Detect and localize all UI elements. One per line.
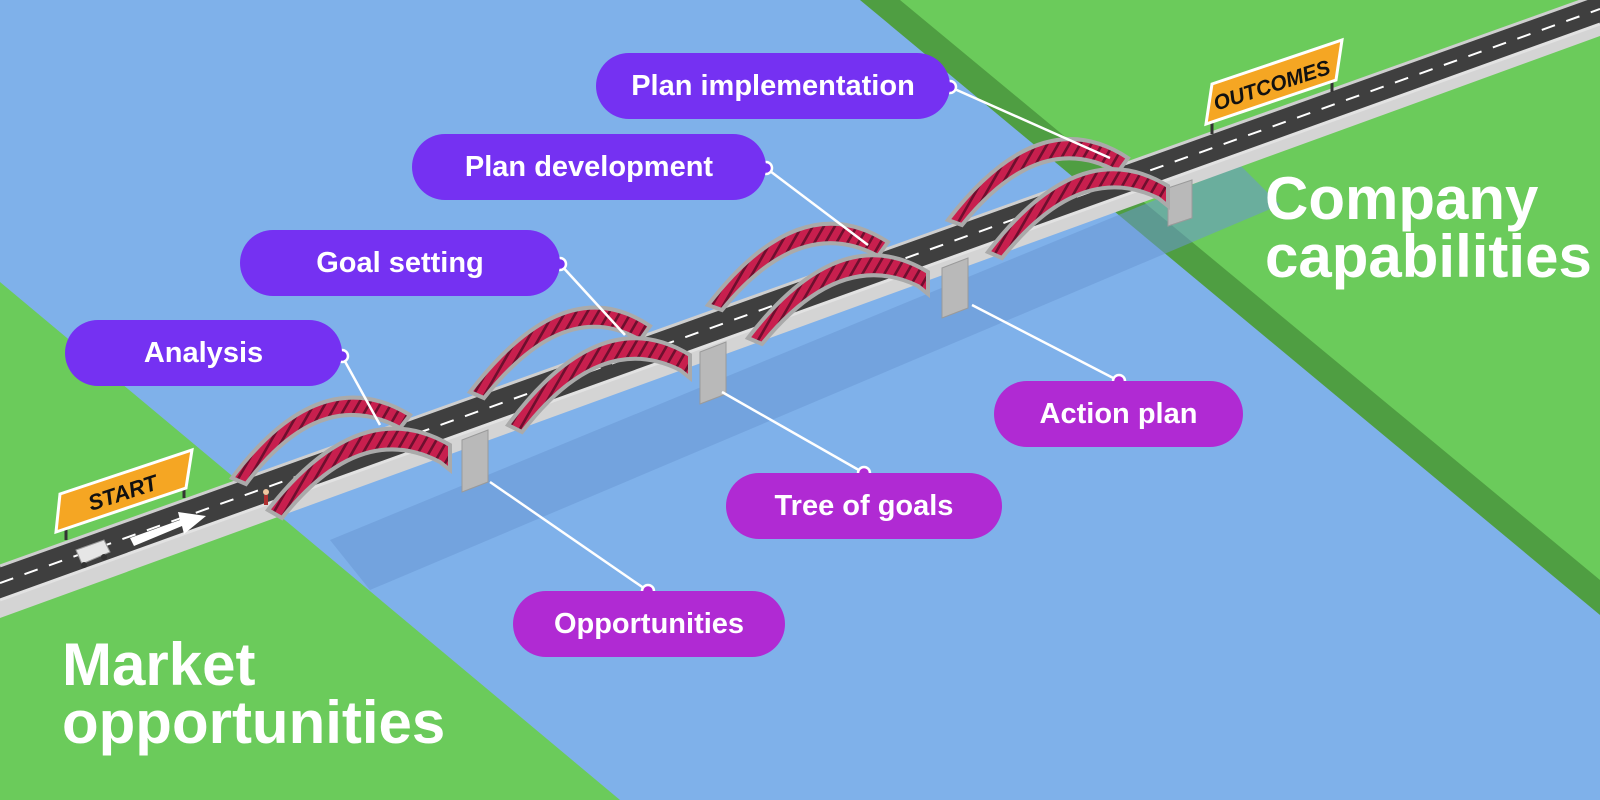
region-company-capabilities: Company capabilities	[1265, 165, 1592, 290]
bridge-arches-front	[265, 167, 1170, 521]
step-action-plan: Action plan	[994, 381, 1243, 447]
step-plan-implementation: Plan implementation	[596, 53, 950, 119]
pedestrian-icon	[263, 489, 269, 505]
step-plan-development: Plan development	[412, 134, 766, 200]
bridge-piers	[461, 179, 1193, 493]
van-icon	[75, 539, 111, 568]
direction-arrow-icon	[130, 512, 206, 546]
bridge-shadow	[330, 165, 1280, 590]
bridge-arches-back	[228, 137, 1131, 487]
region-right-line2: capabilities	[1265, 223, 1592, 290]
step-tree-of-goals: Tree of goals	[726, 473, 1002, 539]
region-left-line1: Market	[62, 631, 256, 698]
step-goal-setting: Goal setting	[240, 230, 560, 296]
region-left-line2: opportunities	[62, 689, 446, 756]
left-bank	[0, 282, 620, 800]
road-centerline	[0, 8, 1600, 584]
step-opportunities: Opportunities	[513, 591, 785, 657]
step-analysis: Analysis	[65, 320, 342, 386]
region-market-opportunities: Market opportunities	[62, 631, 446, 756]
region-right-line1: Company	[1265, 165, 1539, 232]
